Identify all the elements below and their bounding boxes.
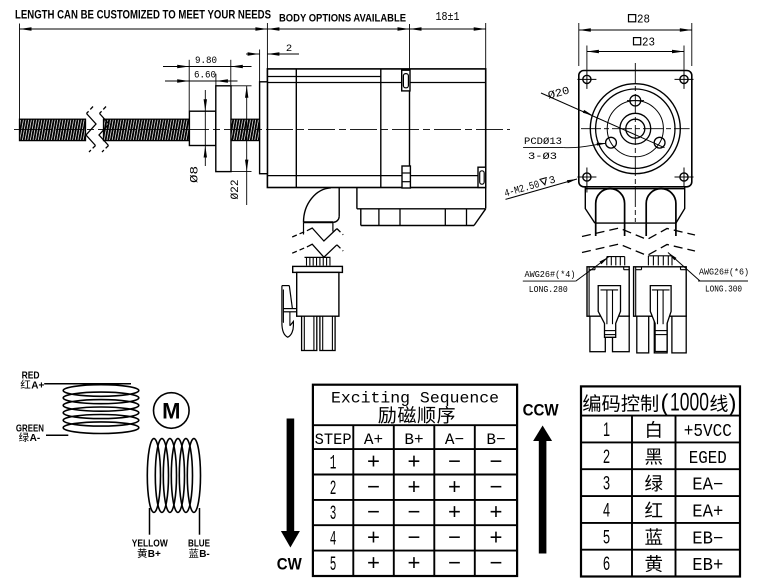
svg-text:−: − (448, 451, 461, 476)
svg-text:PCDØ13: PCDØ13 (524, 136, 562, 148)
svg-text:3: 3 (548, 174, 557, 187)
svg-text:4: 4 (330, 528, 337, 550)
svg-text:): ) (729, 390, 737, 417)
svg-text:+: + (448, 501, 461, 526)
svg-text:B-: B- (199, 549, 210, 560)
svg-text:+: + (407, 552, 420, 577)
svg-text:−: − (367, 476, 380, 501)
svg-text:6.60: 6.60 (194, 70, 216, 82)
svg-text:B+: B+ (148, 549, 161, 560)
svg-text:LONG.300: LONG.300 (705, 283, 742, 294)
svg-text:23: 23 (642, 37, 655, 50)
svg-text:+: + (448, 476, 461, 501)
svg-text:A+: A+ (364, 431, 383, 449)
svg-text:BLUE: BLUE (188, 538, 210, 549)
svg-text:A-: A- (30, 433, 41, 444)
svg-text:A+: A+ (31, 380, 44, 391)
svg-text:+: + (367, 451, 380, 476)
svg-text:Exciting Sequence: Exciting Sequence (331, 390, 499, 408)
svg-text:−: − (448, 552, 461, 577)
svg-text:+: + (489, 501, 502, 526)
svg-text:LENGTH CAN BE CUSTOMIZED TO ME: LENGTH CAN BE CUSTOMIZED TO MEET YOUR NE… (15, 9, 271, 21)
svg-text:BODY OPTIONS AVAILABLE: BODY OPTIONS AVAILABLE (279, 13, 406, 25)
svg-text:28: 28 (637, 14, 650, 27)
svg-text:2: 2 (330, 478, 337, 500)
svg-text:18±1: 18±1 (436, 11, 460, 24)
svg-text:EB+: EB+ (692, 556, 723, 576)
svg-text:−: − (489, 552, 502, 577)
svg-text:STEP: STEP (315, 431, 352, 449)
svg-text:3: 3 (330, 503, 337, 525)
svg-text:3-Ø3: 3-Ø3 (528, 151, 557, 163)
svg-text:−: − (448, 527, 461, 552)
svg-text:−: − (407, 501, 420, 526)
svg-text:AWG26#(*6): AWG26#(*6) (699, 267, 749, 278)
svg-text:−: − (489, 476, 502, 501)
svg-text:LONG.280: LONG.280 (529, 284, 568, 295)
svg-text:+: + (367, 552, 380, 577)
svg-text:+: + (367, 527, 380, 552)
svg-text:EB−: EB− (692, 529, 723, 549)
svg-text:B+: B+ (404, 431, 423, 449)
svg-text:Ø8: Ø8 (190, 166, 202, 183)
svg-text:(: ( (661, 390, 669, 417)
svg-text:2: 2 (286, 43, 292, 55)
svg-text:RED: RED (22, 370, 40, 381)
svg-text:4: 4 (603, 500, 610, 521)
svg-text:+: + (407, 476, 420, 501)
svg-text:1: 1 (603, 419, 610, 440)
svg-text:+5VCC: +5VCC (684, 422, 732, 442)
svg-text:+: + (407, 451, 420, 476)
svg-text:3: 3 (603, 473, 610, 494)
svg-text:9.80: 9.80 (195, 55, 217, 67)
svg-text:B−: B− (486, 431, 505, 449)
svg-text:−: − (367, 501, 380, 526)
svg-text:GREEN: GREEN (16, 424, 44, 435)
svg-text:M: M (162, 398, 180, 423)
svg-text:Ø22: Ø22 (230, 180, 242, 200)
svg-text:EGED: EGED (689, 449, 727, 469)
svg-text:5: 5 (330, 554, 337, 576)
svg-text:EA+: EA+ (692, 503, 723, 523)
svg-text:CW: CW (277, 554, 303, 573)
svg-text:1: 1 (330, 452, 337, 474)
svg-text:6: 6 (603, 553, 610, 574)
svg-text:−: − (407, 527, 420, 552)
svg-text:CCW: CCW (523, 402, 559, 420)
svg-text:EA−: EA− (692, 476, 723, 496)
svg-text:5: 5 (603, 527, 610, 548)
svg-text:+: + (489, 527, 502, 552)
svg-text:1000: 1000 (670, 387, 709, 416)
svg-text:A−: A− (445, 431, 464, 449)
svg-text:−: − (489, 451, 502, 476)
svg-text:2: 2 (603, 446, 610, 467)
svg-text:YELLOW: YELLOW (132, 538, 168, 549)
svg-text:AWG26#(*4): AWG26#(*4) (525, 269, 576, 280)
